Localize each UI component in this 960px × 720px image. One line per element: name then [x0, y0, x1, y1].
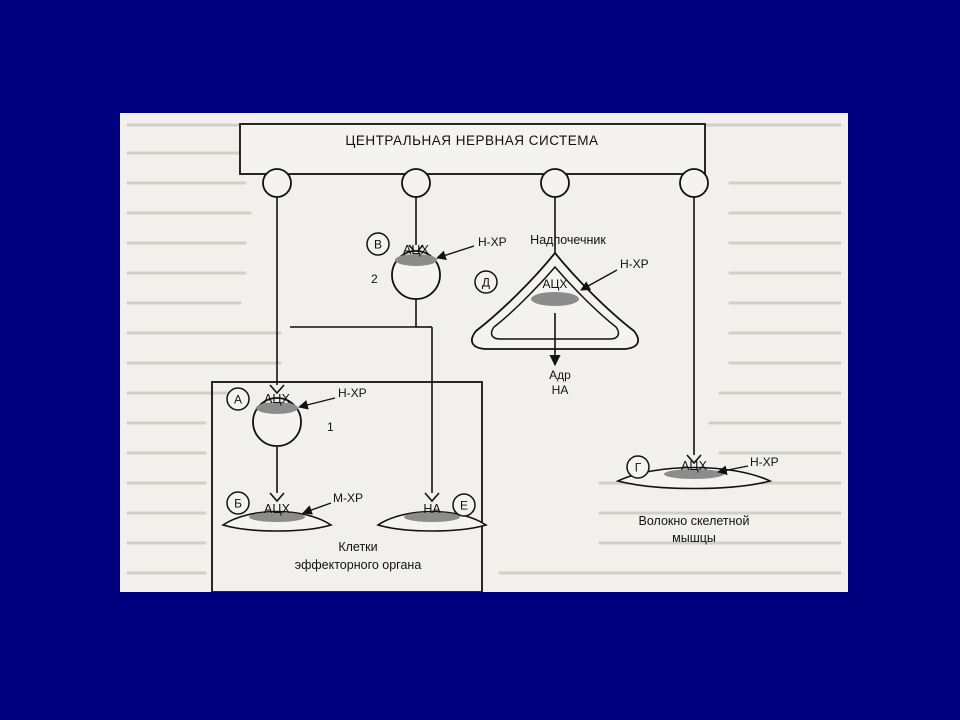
neuron-body-3 [540, 168, 570, 198]
axons [276, 197, 695, 493]
out-adr: Адр [549, 368, 571, 382]
nkhr-label-d: Н-ХР [620, 257, 649, 271]
letter-a: А [234, 393, 242, 407]
marker-v [366, 232, 390, 256]
muscle-receptor [664, 469, 724, 479]
letter-v: В [374, 238, 382, 252]
muscle-label-2: мышцы [672, 531, 716, 545]
arrow-nkhr-a [298, 397, 336, 410]
out-na: НА [552, 383, 569, 397]
adrenal-receptor [531, 292, 579, 306]
marker-b [226, 491, 250, 515]
effector-box [211, 381, 483, 592]
ach-label-g: АЦХ [681, 459, 708, 473]
arrow-nkhr-d [580, 269, 618, 291]
marker-d [474, 270, 498, 294]
background-page-texture [126, 123, 842, 575]
mkhr-label-b: М-ХР [333, 491, 363, 505]
cns-title: ЦЕНТРАЛЬНАЯ НЕРВНАЯ СИСТЕМА [345, 133, 598, 148]
marker-g [626, 455, 650, 479]
ach-label-v: АЦХ [403, 243, 430, 257]
letter-d: Д [482, 276, 490, 290]
neuron-body-2 [401, 168, 431, 198]
muscle-label-1: Волокно скелетной [639, 514, 750, 528]
effector-cell-b-receptor [249, 512, 305, 522]
ne-label-e: НА [423, 502, 441, 516]
diagram-svg: ЦЕНТРАЛЬНАЯ НЕРВНАЯ СИСТЕМА [126, 123, 842, 592]
nkhr-label-a: Н-ХР [338, 386, 367, 400]
neuron-body-1 [262, 168, 292, 198]
marker-e [452, 493, 476, 517]
arrow-nkhr-v [436, 245, 475, 260]
neuron-body-4 [679, 168, 709, 198]
letter-e: Е [460, 499, 468, 513]
marker-a [226, 387, 250, 411]
effector-label-1: Клетки [338, 540, 377, 554]
ach-label-a: АЦХ [264, 392, 291, 406]
effector-label-2: эффекторного органа [295, 558, 422, 572]
letter-g: Г [635, 461, 642, 475]
num-one: 1 [327, 420, 334, 434]
arrow-mkhr-b [302, 502, 332, 515]
effector-cell-e-receptor [404, 512, 460, 522]
nkhr-label-g: Н-ХР [750, 455, 779, 469]
num-two: 2 [371, 272, 378, 286]
diagram-figure: ЦЕНТРАЛЬНАЯ НЕРВНАЯ СИСТЕМА [120, 113, 848, 592]
arrow-nkhr-g [717, 465, 749, 476]
cns-neuron-bodies [262, 168, 709, 198]
nkhr-label-v: Н-ХР [478, 235, 507, 249]
ganglion-1-receptor [256, 402, 298, 414]
cns-box [239, 123, 706, 175]
ach-label-b: АЦХ [264, 502, 291, 516]
letter-b: Б [234, 497, 242, 511]
adrenal-label: Надпочечник [530, 233, 606, 247]
ganglion-2-receptor [395, 254, 437, 266]
ach-label-d: АЦХ [543, 277, 568, 291]
